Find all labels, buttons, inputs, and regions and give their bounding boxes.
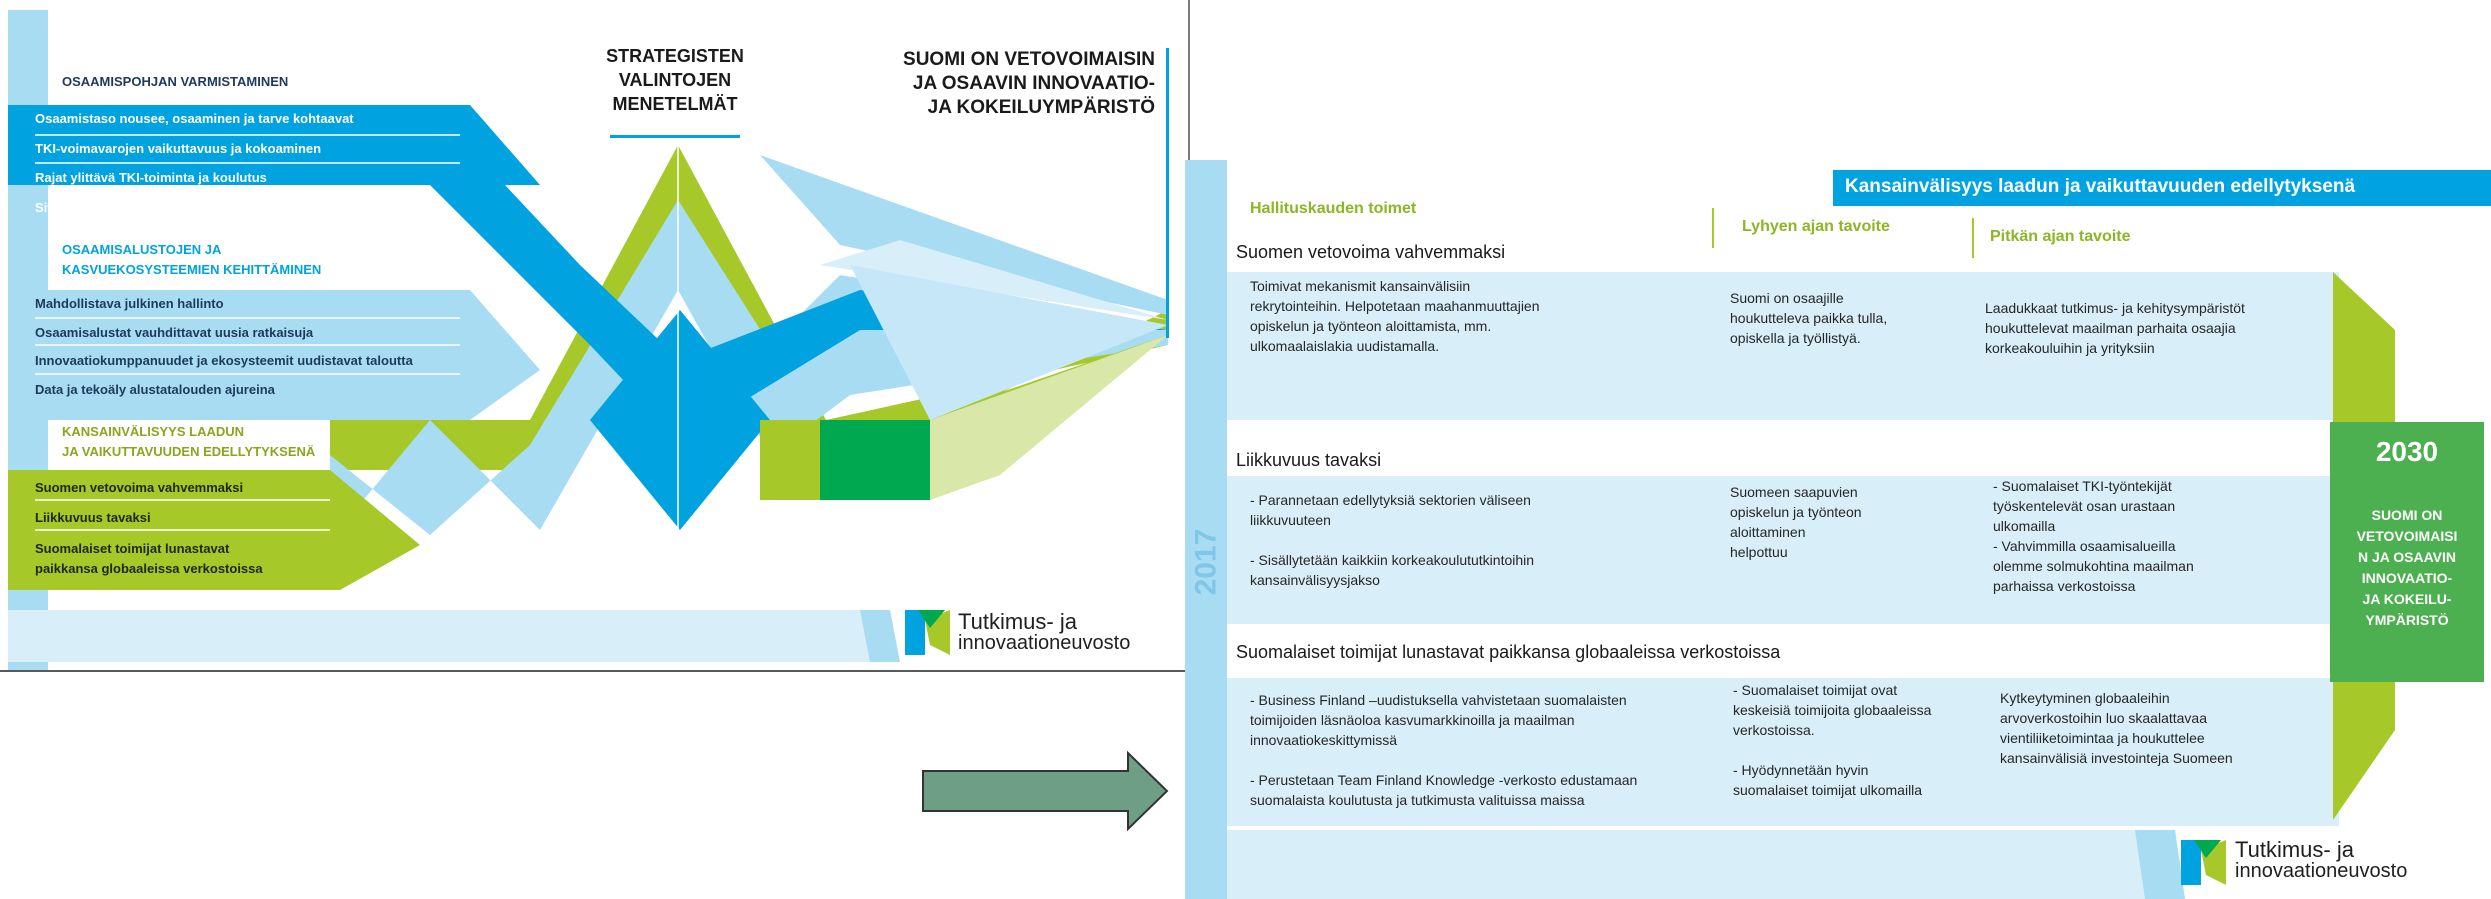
right-title-line: JA OSAAVIN INNOVAATIO-	[912, 73, 1155, 94]
center-title-line: STRATEGISTEN	[606, 46, 744, 66]
logo-line: innovaationeuvosto	[2235, 860, 2408, 883]
row-long-goal: - Suomalaiset TKI-työntekijät työskentel…	[1993, 478, 2194, 594]
section-title-line: KASVUEKOSYSTEEMIEN KEHITTÄMINEN	[62, 262, 322, 277]
right-title-line: JA KOKEILUYMPÄRISTÖ	[927, 97, 1155, 118]
row-actions: - Business Finland –uudistuksella vahvis…	[1250, 692, 1638, 808]
section3-item: Suomalaiset toimijat lunastavat	[35, 541, 230, 556]
row-heading: Suomalaiset toimijat lunastavat paikkans…	[1236, 642, 1781, 662]
section1-item: Rajat ylittävä TKI-toiminta ja koulutus	[35, 170, 267, 185]
arrow-right-icon	[922, 750, 1169, 832]
row-short-goal: Suomi on osaajille houkutteleva paikka t…	[1730, 290, 1888, 346]
left-slide-underline	[0, 670, 1190, 672]
banner-title: Kansainvälisyys laadun ja vaikuttavuuden…	[1845, 176, 2356, 197]
logo-mark-left	[905, 610, 950, 655]
goal-line: SUOMI ON	[2371, 507, 2443, 523]
logo-line: Tutkimus- ja	[2235, 837, 2354, 862]
section-title-line: KANSAINVÄLISYYS LAADUN	[62, 424, 245, 439]
goal-line: JA KOKEILU-	[2362, 591, 2452, 607]
logo-mark-right	[2181, 840, 2226, 885]
goal-line: VETOVOIMAISI	[2356, 528, 2458, 544]
section2-item: Data ja tekoäly alustatalouden ajureina	[35, 382, 275, 397]
goal-line: INNOVAATIO-	[2361, 570, 2453, 586]
row-short-goal: - Suomalaiset toimijat ovat keskeisiä to…	[1733, 682, 1932, 798]
section-title-osaamisalustat: OSAAMISALUSTOJEN JA KASVUEKOSYSTEEMIEN K…	[62, 240, 321, 280]
section3-item: Liikkuvuus tavaksi	[35, 510, 151, 525]
right-slide-graphics	[1185, 160, 2491, 899]
right-slide: 2017 Kansainvälisyys laadun ja vaikuttav…	[1185, 160, 2491, 899]
goal-line: YMPÄRISTÖ	[2365, 612, 2449, 628]
left-slide: OSAAMISPOHJAN VARMISTAMINEN Osaamistaso …	[0, 0, 1188, 672]
right-title-line: SUOMI ON VETOVOIMAISIN	[903, 49, 1155, 70]
col-header-short: Lyhyen ajan tavoite	[1742, 218, 1890, 235]
row-actions: - Parannetaan edellytyksiä sektorien väl…	[1250, 492, 1535, 588]
goal-line: N JA OSAAVIN	[2357, 549, 2456, 565]
section-title-osaamispohja: OSAAMISPOHJAN VARMISTAMINEN	[62, 74, 289, 89]
row-heading: Liikkuvuus tavaksi	[1236, 450, 1382, 470]
section-title-line: OSAAMISALUSTOJEN JA	[62, 242, 222, 257]
row-short-goal: Suomeen saapuvien opiskelun ja työnteon …	[1730, 484, 1862, 560]
row-actions: Toimivat mekanismit kansainvälisiin rekr…	[1250, 278, 1540, 354]
row-long-goal: Laadukkaat tutkimus- ja kehitysympäristö…	[1985, 300, 2245, 356]
section3-item: paikkansa globaaleissa verkostoissa	[35, 561, 263, 576]
logo-line: innovaationeuvosto	[958, 632, 1131, 655]
section1-item: TKI-voimavarojen vaikuttavuus ja kokoami…	[35, 141, 322, 156]
col-header-long: Pitkän ajan tavoite	[1990, 228, 2131, 245]
left-slide-graphics	[8, 10, 1169, 672]
year-2017: 2017	[1189, 528, 1223, 596]
logo-left: Tutkimus- ja innovaationeuvosto	[958, 610, 1130, 654]
center-title-line: VALINTOJEN	[618, 70, 732, 90]
section2-item: Osaamisalustat vauhdittavat uusia ratkai…	[35, 325, 314, 340]
logo-right: Tutkimus- ja innovaationeuvosto	[2235, 838, 2407, 882]
col-header-actions: Hallituskauden toimet	[1250, 200, 1417, 217]
center-title-line: MENETELMÄT	[612, 94, 738, 114]
logo-line: Tutkimus- ja	[958, 609, 1077, 634]
right-title: SUOMI ON VETOVOIMAISIN JA OSAAVIN INNOVA…	[870, 48, 1155, 120]
row-long-goal: Kytkeytyminen globaaleihin arvoverkostoi…	[2000, 690, 2233, 766]
year-2030: 2030	[2375, 436, 2439, 467]
section-title-kansainvalisyys: KANSAINVÄLISYYS LAADUN JA VAIKUTTAVUUDEN…	[62, 422, 315, 462]
center-title: STRATEGISTEN VALINTOJEN MENETELMÄT	[590, 44, 760, 116]
goal-text: SUOMI ON VETOVOIMAISI N JA OSAAVIN INNOV…	[2330, 505, 2484, 631]
section1-item: Osaamistaso nousee, osaaminen ja tarve k…	[35, 111, 354, 126]
section3-item: Suomen vetovoima vahvemmaksi	[35, 480, 244, 495]
section1-item: Sivistys, osallisuus ja merkityksellisyy…	[35, 200, 421, 215]
section2-item: Mahdollistava julkinen hallinto	[35, 296, 224, 311]
section2-item: Innovaatiokumppanuudet ja ekosysteemit u…	[35, 353, 413, 368]
row-heading: Suomen vetovoima vahvemmaksi	[1236, 242, 1506, 262]
section-title-line: JA VAIKUTTAVUUDEN EDELLYTYKSENÄ	[62, 444, 316, 459]
